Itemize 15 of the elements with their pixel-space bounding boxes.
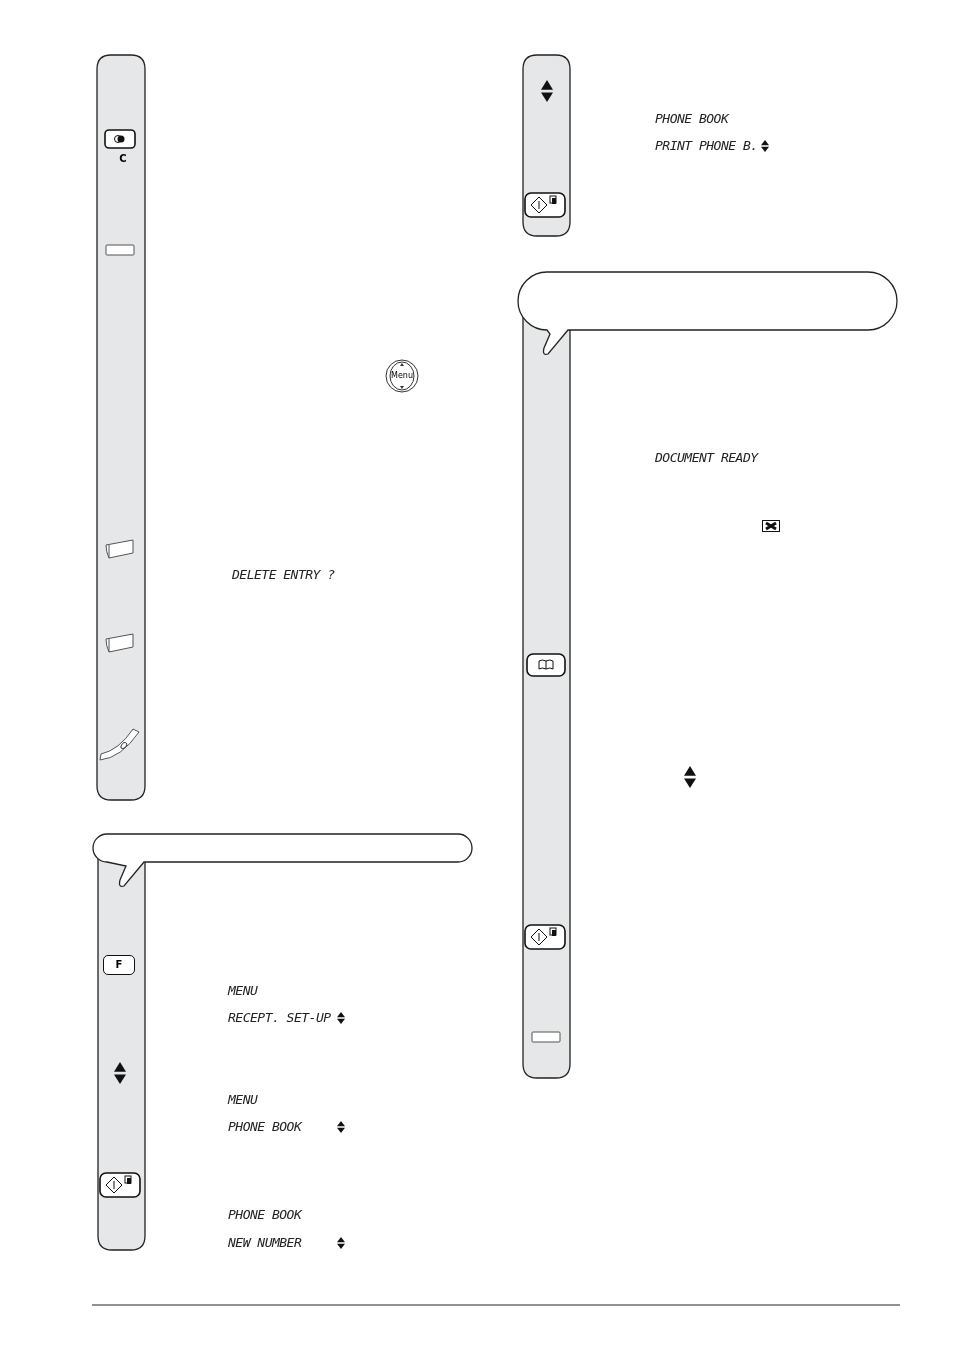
display-text: MENU [228, 1092, 258, 1107]
key-label: Menu [391, 371, 413, 381]
display-text: PHONE BOOK [228, 1119, 302, 1134]
function-key: F [103, 955, 135, 975]
display-text: PHONE BOOK [655, 111, 729, 126]
display-text: NEW NUMBER [228, 1235, 302, 1250]
speech-bubble [92, 833, 473, 888]
speech-bubble [517, 271, 898, 356]
display-text: MENU [228, 983, 258, 998]
key-label: C [118, 153, 128, 165]
display-text: PHONE BOOK [228, 1207, 302, 1222]
display-text: DOCUMENT READY [655, 450, 758, 465]
display-text: RECEPT. SET-UP [228, 1010, 331, 1025]
display-text: DELETE ENTRY ? [232, 567, 335, 582]
display-text: PRINT PHONE B. [655, 138, 758, 153]
